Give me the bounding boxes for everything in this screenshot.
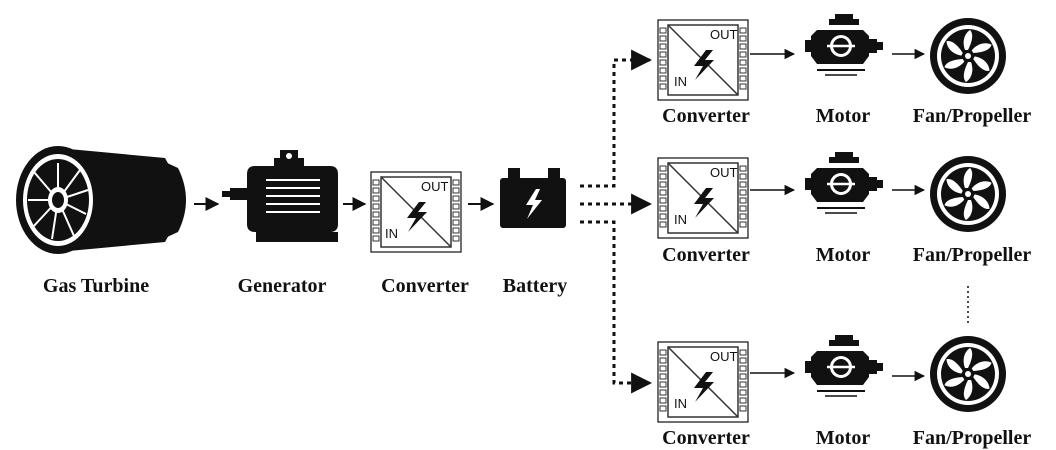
generator-label: Generator	[237, 275, 327, 297]
branch-converter-label: Converter	[662, 427, 750, 449]
converter-out-text: OUT	[710, 165, 738, 180]
motor-icon	[803, 12, 885, 77]
distribution-lines	[580, 49, 653, 394]
converter-in-text: IN	[674, 74, 687, 89]
converter-out-text: OUT	[710, 27, 738, 42]
branch-motor-label: Motor	[815, 244, 871, 266]
converter-in-text: IN	[674, 212, 687, 227]
branch-converter-label: Converter	[662, 105, 750, 127]
converter-in-text: IN	[385, 226, 398, 241]
converter-out-text: OUT	[421, 179, 449, 194]
fan-icon	[930, 336, 1006, 412]
battery-label: Battery	[502, 275, 568, 297]
branch-fan-label: Fan/Propeller	[912, 105, 1032, 127]
motor-icon	[803, 333, 885, 398]
branch-fan-label: Fan/Propeller	[912, 244, 1032, 266]
gas-turbine-label: Gas Turbine	[42, 275, 150, 297]
battery-icon	[500, 168, 566, 228]
generator-icon	[222, 150, 338, 242]
converter-out-text: OUT	[710, 349, 738, 364]
branch-motor-label: Motor	[815, 427, 871, 449]
motor-icon	[803, 150, 885, 215]
branch-fan-label: Fan/Propeller	[912, 427, 1032, 449]
branch-motor-label: Motor	[815, 105, 871, 127]
converter-in-text: IN	[674, 396, 687, 411]
converter-label: Converter	[381, 275, 469, 297]
branch-converter-label: Converter	[662, 244, 750, 266]
fan-icon	[930, 156, 1006, 232]
branch-arrows	[750, 367, 926, 382]
jet-engine-icon	[16, 146, 186, 254]
fan-icon	[930, 18, 1006, 94]
